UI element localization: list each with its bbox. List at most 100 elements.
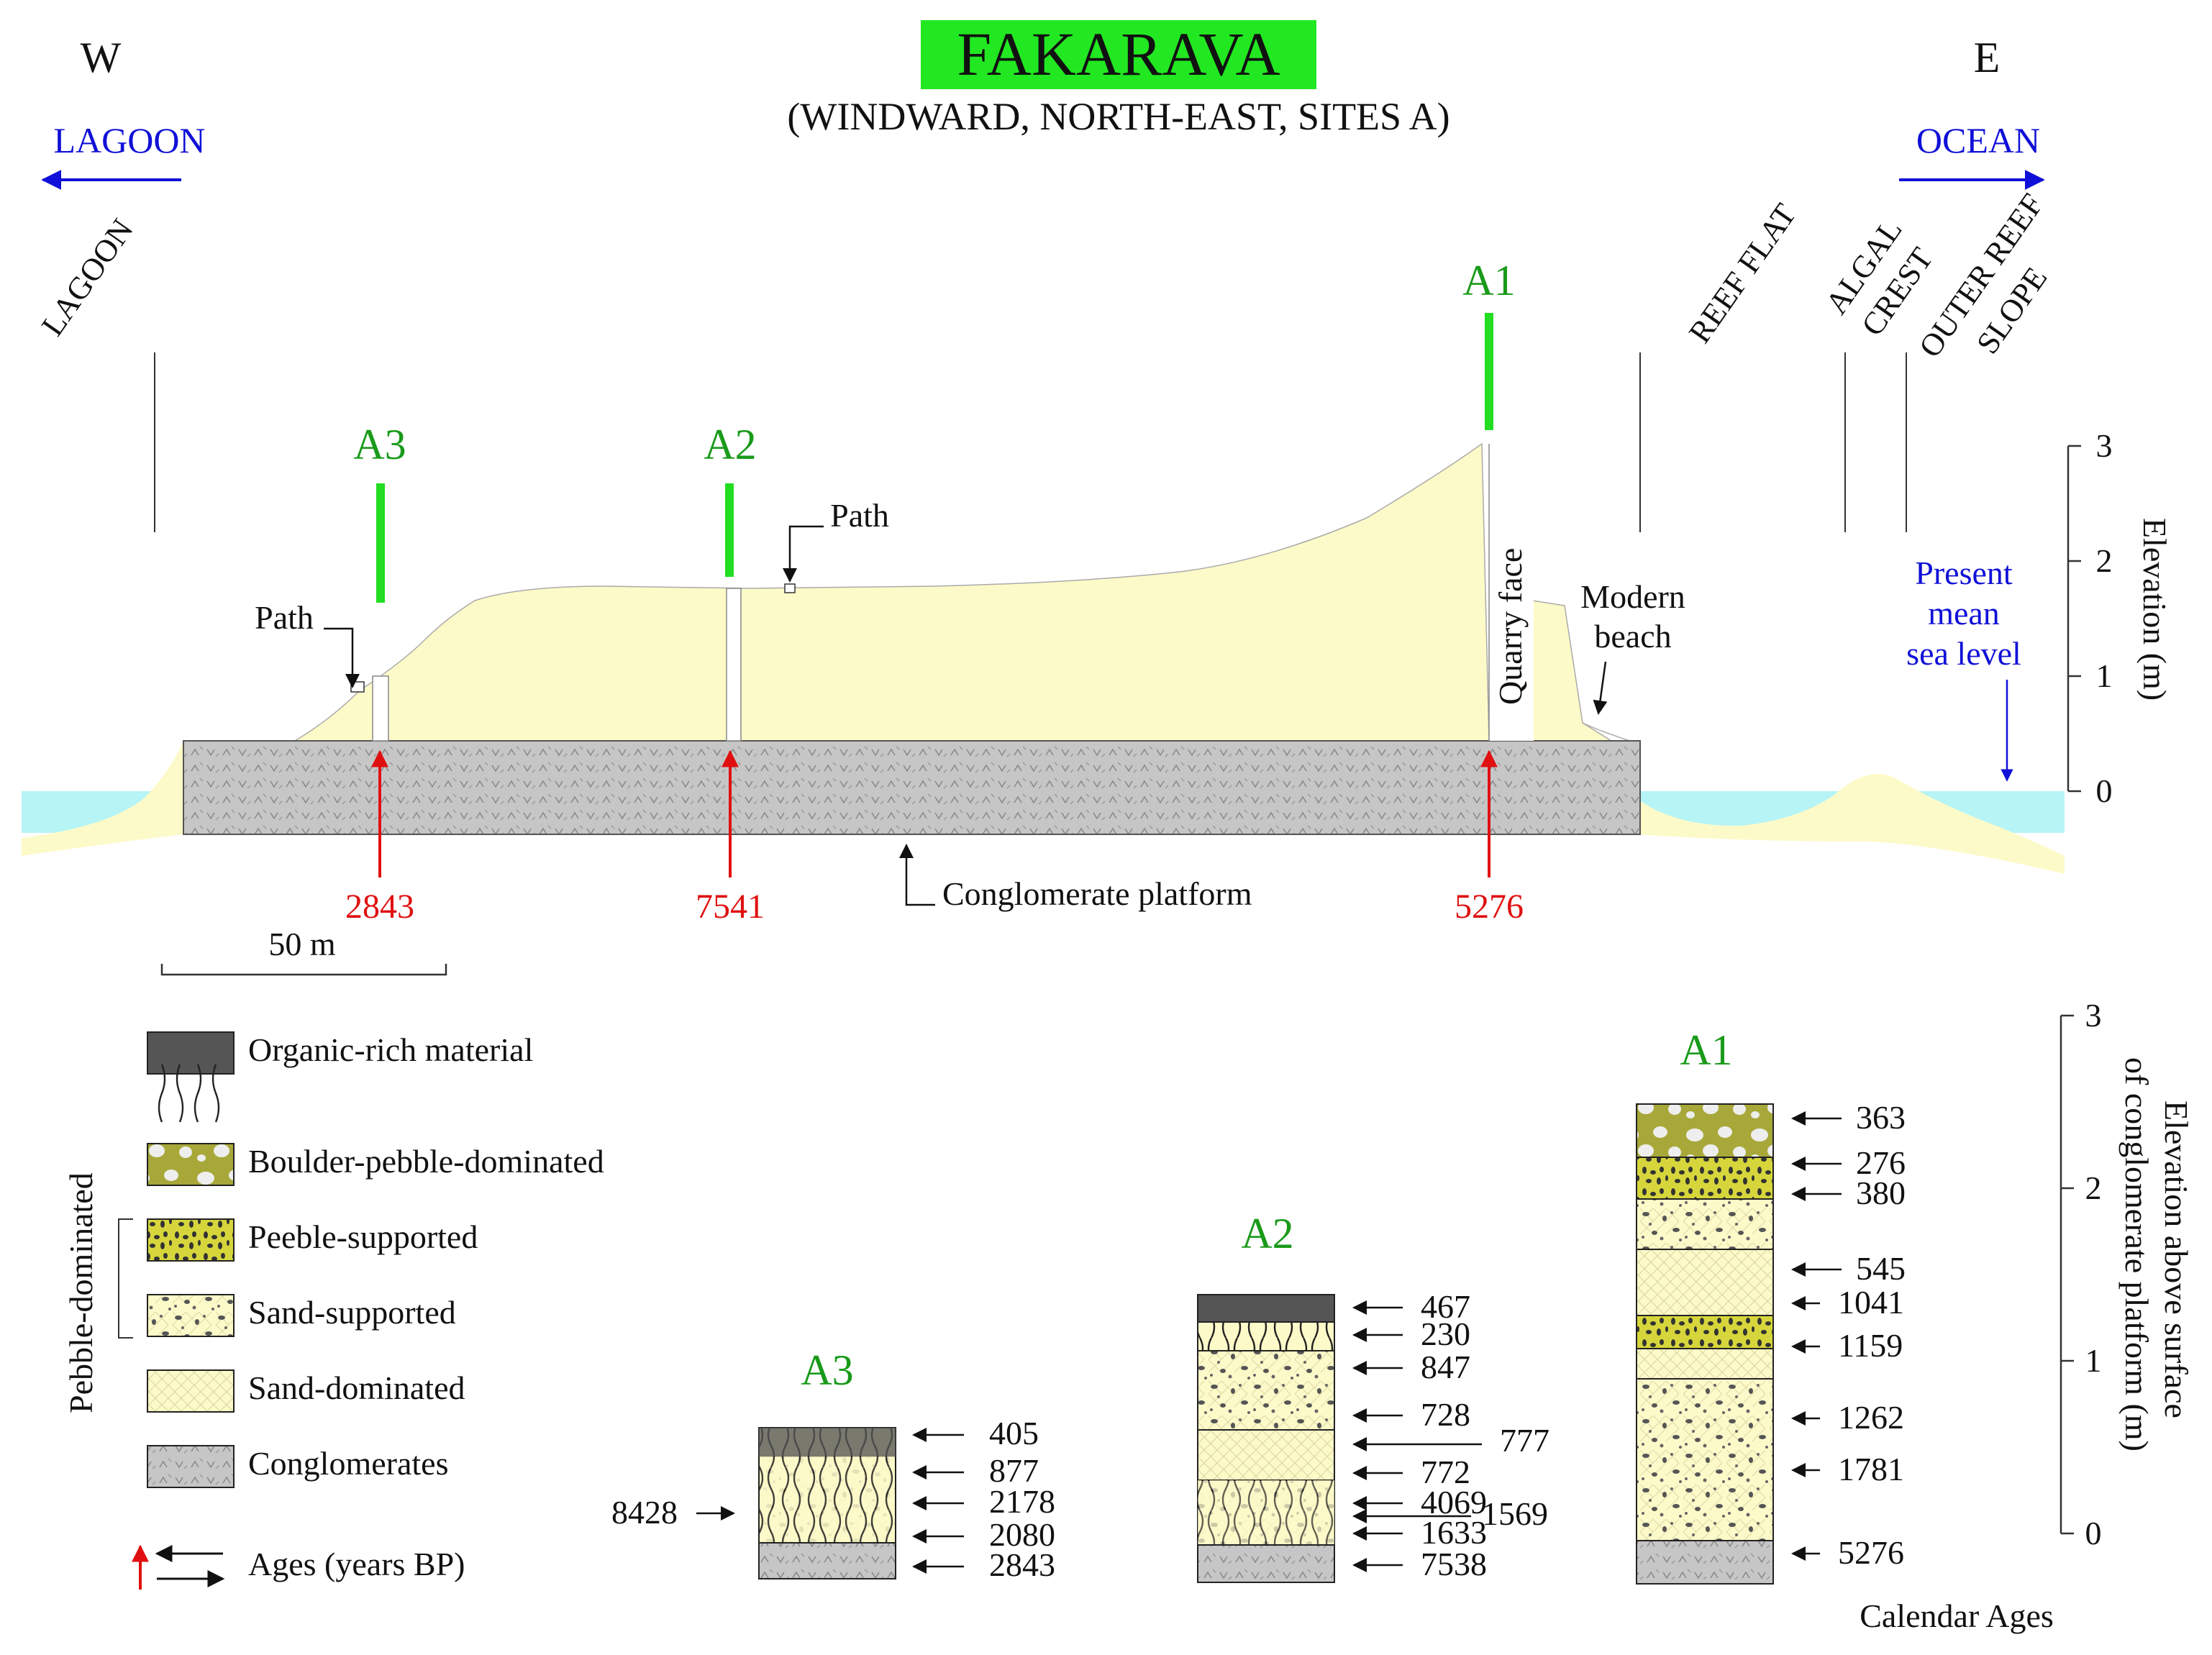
legend-label-sand-dominated: Sand-dominated bbox=[248, 1369, 465, 1406]
legend-swatch-sand-supported bbox=[147, 1294, 235, 1337]
path-label-mid: Path bbox=[830, 497, 889, 534]
column-a3-ages: 405 877 2178 2080 2843 8428 bbox=[611, 1415, 1055, 1583]
a1-age-7: 1262 bbox=[1838, 1399, 1904, 1436]
platform-arrow bbox=[899, 844, 935, 906]
scale-bar bbox=[160, 964, 447, 976]
column-a3-label: A3 bbox=[801, 1346, 853, 1394]
top-tick-2: 2 bbox=[2096, 542, 2113, 579]
path-label-left: Path bbox=[255, 599, 314, 636]
column-a2-ages: 467 230 847 728 772 4069 1633 7538 777 1… bbox=[1352, 1288, 1549, 1582]
legend-label-conglomerates: Conglomerates bbox=[248, 1445, 449, 1482]
column-a2-label: A2 bbox=[1241, 1210, 1293, 1257]
legend-swatch-sand-dominated bbox=[147, 1369, 235, 1413]
a2-side-age-2: 1569 bbox=[1482, 1495, 1548, 1532]
trench-a2 bbox=[726, 588, 742, 742]
bottom-axis-title-2: of conglomerate platform (m) bbox=[2118, 1057, 2155, 1451]
sea-level-label-3: sea level bbox=[1906, 635, 2021, 672]
lagoon-direction-label: LAGOON bbox=[53, 120, 205, 160]
lagoon-seafloor bbox=[22, 834, 183, 856]
a3-age-3: 2178 bbox=[989, 1483, 1055, 1520]
calendar-ages-label: Calendar Ages bbox=[1860, 1597, 2054, 1634]
a2-age-1: 467 bbox=[1421, 1288, 1470, 1325]
legend-group-bracket bbox=[118, 1218, 133, 1339]
zone-reef-flat: REEF FLAT bbox=[1682, 197, 1803, 349]
trench-a3 bbox=[372, 675, 389, 742]
a2-age-5: 772 bbox=[1421, 1454, 1470, 1490]
a3-age-1: 405 bbox=[989, 1415, 1039, 1451]
site-a3-label: A3 bbox=[353, 421, 406, 468]
a3-age-2: 877 bbox=[989, 1452, 1039, 1489]
a3-age-5: 2843 bbox=[989, 1546, 1055, 1583]
a3-side-age: 8428 bbox=[611, 1494, 678, 1531]
top-elevation-axis: 3 2 1 0 Elevation (m) bbox=[2067, 427, 2173, 809]
column-a1-label: A1 bbox=[1680, 1026, 1732, 1074]
age-label-a3: 2843 bbox=[345, 888, 414, 926]
ocean-direction-label: OCEAN bbox=[1916, 120, 2040, 160]
legend-label-ages: Ages (years BP) bbox=[248, 1546, 465, 1582]
modern-beach-label-1: Modern bbox=[1580, 578, 1685, 615]
legend-swatch-pebble-supported bbox=[147, 1218, 235, 1262]
modern-beach-label-2: beach bbox=[1594, 618, 1671, 655]
a1-age-1: 363 bbox=[1856, 1099, 1906, 1136]
a3-age-4: 2080 bbox=[989, 1516, 1055, 1553]
legend-label-organic: Organic-rich material bbox=[248, 1031, 533, 1068]
a1-age-5: 1041 bbox=[1838, 1284, 1904, 1321]
legend-group-label: Pebble-dominated bbox=[63, 1172, 99, 1413]
bottom-tick-1: 1 bbox=[2085, 1342, 2102, 1379]
a2-age-2: 230 bbox=[1421, 1316, 1470, 1352]
legend: Organic-rich material Boulder-pebble-dom… bbox=[63, 1031, 604, 1590]
a2-age-4: 728 bbox=[1421, 1396, 1470, 1433]
site-a2-label: A2 bbox=[704, 421, 756, 468]
path-arrow-mid bbox=[783, 525, 824, 583]
legend-label-pebble-supported: Peeble-supported bbox=[248, 1218, 478, 1255]
scale-label: 50 m bbox=[268, 926, 336, 962]
column-a3: A3 405 877 2178 2080 2843 8428 bbox=[611, 1346, 1055, 1583]
sea-level-label-1: Present bbox=[1915, 555, 2013, 591]
a1-age-8: 1781 bbox=[1838, 1451, 1904, 1487]
bottom-elevation-axis: 3 2 1 0 Elevation above surface of congl… bbox=[1860, 997, 2195, 1634]
west-label: W bbox=[81, 34, 122, 81]
a2-age-3: 847 bbox=[1421, 1349, 1470, 1385]
reef-flat-seafloor bbox=[1637, 774, 2065, 874]
age-label-a1: 5276 bbox=[1455, 888, 1524, 926]
cross-section: A1 A2 A3 Path Path Quarry face Modern be… bbox=[22, 257, 2065, 976]
age-label-a2: 7541 bbox=[696, 888, 765, 926]
east-label: E bbox=[1974, 34, 2001, 81]
header: FAKARAVA (WINDWARD, NORTH-EAST, SITES A)… bbox=[41, 19, 2045, 190]
zone-lagoon: LAGOON bbox=[35, 212, 140, 342]
bottom-tick-0: 0 bbox=[2085, 1515, 2102, 1551]
top-tick-3: 3 bbox=[2096, 427, 2113, 464]
column-a1-ages: 363 276 380 545 1041 1159 1262 1781 5276 bbox=[1791, 1099, 1906, 1571]
platform-label: Conglomerate platform bbox=[942, 875, 1252, 912]
legend-swatch-organic bbox=[147, 1031, 235, 1075]
site-a3-bar bbox=[376, 483, 385, 603]
site-a2-bar bbox=[725, 483, 734, 577]
site-a1-label: A1 bbox=[1462, 257, 1515, 304]
legend-label-sand-supported: Sand-supported bbox=[248, 1294, 456, 1331]
figure-subtitle: (WINDWARD, NORTH-EAST, SITES A) bbox=[787, 95, 1449, 138]
a2-age-8: 7538 bbox=[1421, 1546, 1487, 1582]
a1-age-3: 380 bbox=[1856, 1175, 1906, 1211]
title-background bbox=[921, 20, 1316, 89]
zone-labels: LAGOON REEF FLAT ALGAL CREST OUTER REEF … bbox=[35, 187, 2054, 532]
modern-beach-arrow bbox=[1593, 661, 1608, 715]
bottom-tick-2: 2 bbox=[2085, 1170, 2102, 1206]
sea-level-label-2: mean bbox=[1928, 595, 2000, 632]
bottom-tick-3: 3 bbox=[2085, 997, 2102, 1034]
top-tick-1: 1 bbox=[2096, 657, 2113, 694]
a1-age-9: 5276 bbox=[1838, 1534, 1904, 1571]
legend-swatch-conglomerates bbox=[147, 1445, 235, 1488]
site-a1-bar bbox=[1485, 313, 1493, 430]
quarry-cut bbox=[1489, 444, 1534, 741]
a2-age-7: 1633 bbox=[1421, 1514, 1487, 1551]
path-marker-mid bbox=[784, 583, 796, 593]
path-arrow-left bbox=[324, 627, 360, 688]
legend-swatch-boulder bbox=[147, 1143, 235, 1186]
bottom-axis-title-1: Elevation above surface bbox=[2158, 1100, 2195, 1418]
a1-age-2: 276 bbox=[1856, 1144, 1906, 1181]
top-axis-title: Elevation (m) bbox=[2136, 518, 2173, 701]
a2-side-age-1: 777 bbox=[1500, 1422, 1549, 1459]
column-a1: A1 363 276 380 545 1041 1159 1262 1781 bbox=[1636, 1026, 1906, 1585]
lagoon-shore-sand bbox=[22, 741, 183, 838]
